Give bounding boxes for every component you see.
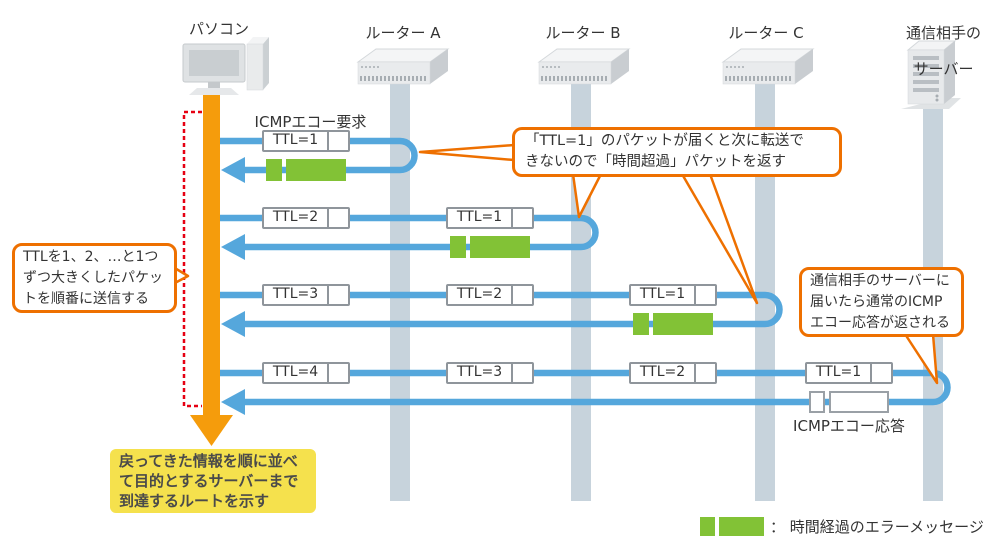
time-exceeded-packet [450, 236, 530, 258]
ttl-packet: TTL=1 [262, 130, 350, 152]
node-label-router-a: ルーター A [365, 24, 441, 42]
ttl-packet: TTL=2 [262, 207, 350, 229]
time-exceeded-packet [266, 159, 346, 181]
echo-reply-label: ICMPエコー応答 [793, 417, 905, 435]
callout-time-exceeded-line1: 「TTL=1」のパケットが届くと次に転送で [525, 133, 804, 149]
node-label-pc: パソコン [188, 20, 249, 38]
ttl-packet: TTL=2 [629, 362, 717, 384]
ttl-packet-label: TTL=3 [264, 286, 329, 304]
ttl-packet-tab [513, 286, 532, 304]
swatch-large-block [719, 517, 764, 536]
callout-normal-reply-line2: 届いたら通常のICMP [810, 294, 943, 310]
ttl-packet-label: TTL=2 [264, 209, 329, 227]
router-b-icon [538, 48, 630, 85]
result-note: 戻ってきた情報を順に並べ て目的とするサーバーまで 到達するルートを示す [110, 449, 316, 513]
ttl-packet: TTL=1 [629, 284, 717, 306]
ttl-packet-label: TTL=1 [631, 286, 696, 304]
send-arrow [190, 95, 233, 446]
node-label-server-line2: サーバー [913, 60, 974, 78]
pc-icon [182, 37, 269, 95]
packet-small-block [633, 313, 649, 335]
node-label-router-b: ルーター B [545, 24, 621, 42]
ttl-packet-label: TTL=1 [264, 132, 329, 150]
ttl-packet-label: TTL=1 [807, 364, 872, 382]
packet-small-block [450, 236, 466, 258]
node-label-server: 通信相手の サーバー [874, 6, 994, 96]
ttl-packet: TTL=1 [446, 207, 534, 229]
callout-send-sequence-line1: TTLを1、2、…と1つ [23, 249, 159, 265]
ttl-packet-tab [329, 209, 348, 227]
ttl-packet: TTL=2 [446, 284, 534, 306]
lifeline-router-c [755, 80, 775, 501]
result-note-line3: 到達するルートを示す [119, 492, 270, 510]
flow-loop-2 [211, 214, 599, 251]
ttl-packet-tab [513, 364, 532, 382]
flow-arrowheads [221, 157, 245, 415]
callout-time-exceeded-line2: きないので「時間超過」パケットを返す [525, 154, 786, 170]
node-label-server-line1: 通信相手の [906, 24, 982, 42]
packet-large-block [829, 391, 889, 413]
result-note-line2: て目的とするサーバーまで [119, 472, 299, 490]
ttl-packet-tab [329, 286, 348, 304]
time-exceeded-packet [633, 313, 713, 335]
ttl-packet-tab [872, 364, 891, 382]
flow-loop-1 [211, 137, 418, 174]
packet-small-block [809, 391, 825, 413]
result-note-line1: 戻ってきた情報を順に並べ [119, 452, 298, 470]
callout-tails [171, 143, 939, 385]
ttl-packet-label: TTL=2 [448, 286, 513, 304]
packet-large-block [286, 159, 346, 181]
ttl-packet-tab [329, 132, 348, 150]
sequence-bracket [182, 110, 202, 408]
router-a-icon [357, 48, 449, 85]
callout-send-sequence: TTLを1、2、…と1つ ずつ大きくしたパケッ トを順番に送信する [12, 243, 177, 313]
packet-large-block [653, 313, 713, 335]
echo-request-label: ICMPエコー要求 [254, 113, 367, 131]
ttl-packet: TTL=3 [446, 362, 534, 384]
callout-normal-reply-line1: 通信相手のサーバーに [810, 273, 950, 289]
ttl-packet-label: TTL=3 [448, 364, 513, 382]
callout-time-exceeded: 「TTL=1」のパケットが届くと次に転送で きないので「時間超過」パケットを返す [512, 127, 842, 177]
time-exceeded-pointer-left [418, 143, 516, 162]
callout-send-sequence-line3: トを順番に送信する [23, 291, 149, 307]
ttl-packet: TTL=3 [262, 284, 350, 306]
flow-loop-3 [211, 291, 783, 328]
ttl-packet-label: TTL=4 [264, 364, 329, 382]
server-icon [901, 40, 961, 109]
ttl-packet-tab [696, 364, 715, 382]
callout-normal-reply-line3: エコー応答が返される [810, 315, 950, 331]
ttl-packet: TTL=1 [805, 362, 893, 384]
callout-normal-reply: 通信相手のサーバーに 届いたら通常のICMP エコー応答が返される [799, 267, 964, 337]
legend-label: ： 時間経過のエラーメッセージ [770, 518, 984, 536]
ttl-packet-label: TTL=1 [448, 209, 513, 227]
legend: ： 時間経過のエラーメッセージ [700, 516, 984, 537]
ttl-packet-tab [513, 209, 532, 227]
swatch-small-block [700, 517, 715, 536]
packet-large-block [470, 236, 530, 258]
ttl-packet-tab [696, 286, 715, 304]
router-c-icon [722, 48, 814, 85]
node-label-router-c: ルーター C [728, 24, 804, 42]
echo-reply-packet [809, 391, 889, 413]
callout-send-sequence-line2: ずつ大きくしたパケッ [23, 270, 163, 286]
error-packet-swatch [700, 517, 764, 536]
packet-small-block [266, 159, 282, 181]
ttl-packet-label: TTL=2 [631, 364, 696, 382]
ttl-packet: TTL=4 [262, 362, 350, 384]
ttl-packet-tab [329, 364, 348, 382]
lifeline-router-a [390, 80, 410, 501]
